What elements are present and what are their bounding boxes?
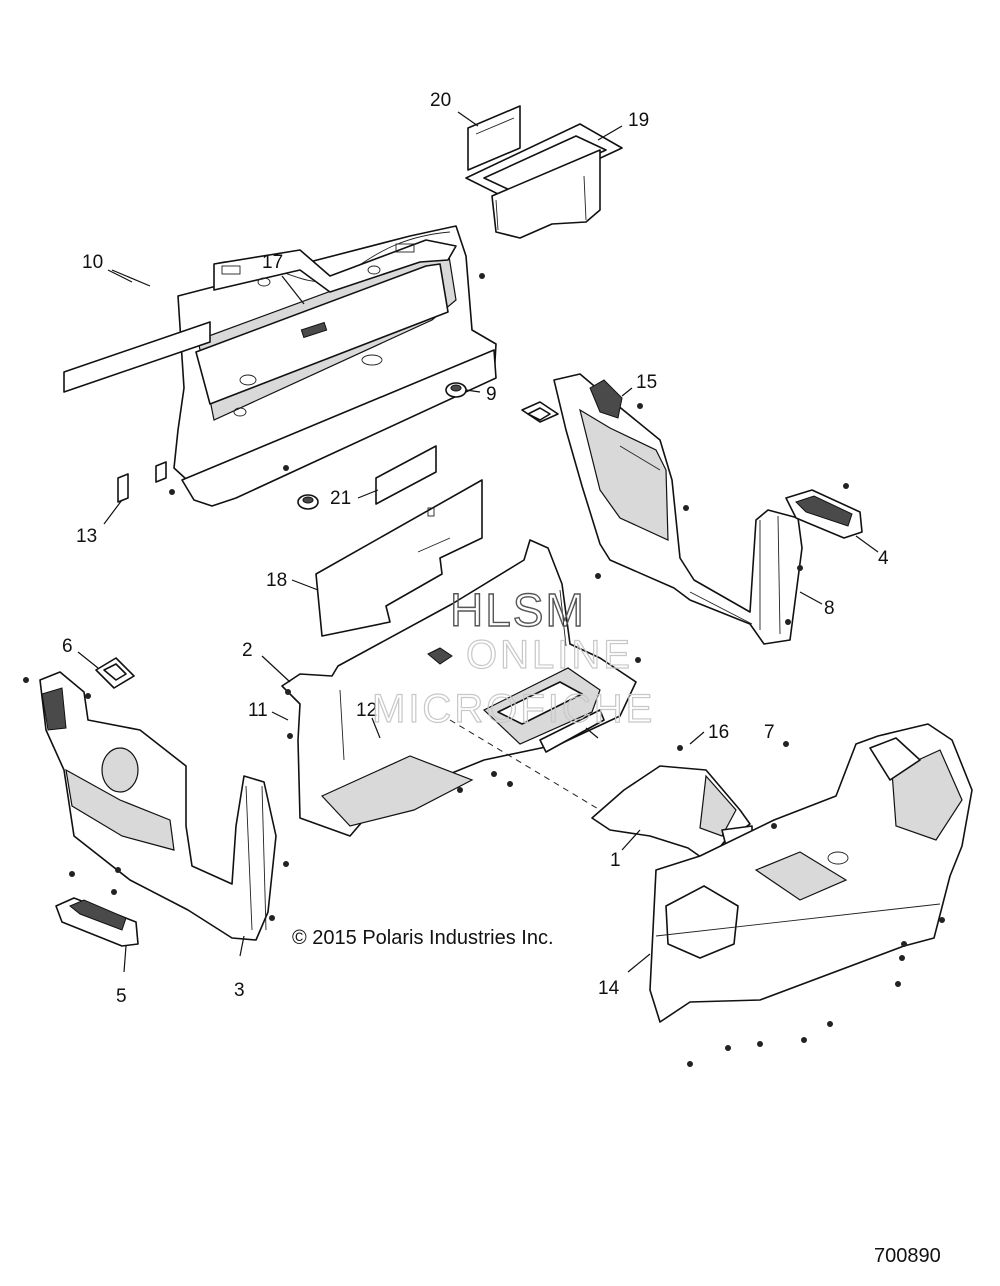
callout-5: 5 bbox=[116, 986, 127, 1007]
part-15-bracket bbox=[521, 401, 559, 423]
part-6-bracket bbox=[95, 657, 135, 689]
callout-2: 2 bbox=[242, 640, 253, 661]
callout-6: 6 bbox=[62, 636, 73, 657]
part-5-left-footrest bbox=[55, 897, 139, 947]
callout-17: 17 bbox=[262, 252, 283, 273]
callout-11: 11 bbox=[248, 700, 268, 721]
callout-9: 9 bbox=[486, 384, 497, 405]
watermark: HLSM ONLINE MICROFICHE bbox=[371, 583, 655, 731]
callout-10: 10 bbox=[82, 252, 103, 273]
part-14-rear-floor bbox=[649, 723, 973, 1023]
part-13-label bbox=[117, 461, 167, 503]
part-10-foam-pad bbox=[63, 321, 211, 393]
part-20-label-pad bbox=[467, 105, 521, 171]
callout-labels: 20 19 17 10 13 9 21 18 15 4 8 6 2 11 12 … bbox=[62, 90, 889, 1007]
figure-number: 700890 bbox=[874, 1245, 941, 1267]
callout-18: 18 bbox=[266, 570, 287, 591]
fasteners bbox=[23, 273, 945, 1067]
callout-15: 15 bbox=[636, 372, 657, 393]
copyright-notice: © 2015 Polaris Industries Inc. bbox=[292, 927, 554, 949]
callout-3: 3 bbox=[234, 980, 245, 1001]
part-3-left-side-panel bbox=[39, 671, 277, 941]
part-16-strap bbox=[539, 709, 605, 753]
callout-7: 7 bbox=[764, 722, 775, 743]
watermark-line3: MICROFICHE bbox=[372, 687, 655, 731]
watermark-line1: HLSM bbox=[450, 584, 586, 636]
callout-4: 4 bbox=[878, 548, 889, 569]
callout-leaders bbox=[77, 111, 879, 973]
part-17-rear-panel bbox=[173, 225, 497, 507]
part-2-center-floor bbox=[281, 539, 637, 837]
callout-14: 14 bbox=[598, 978, 620, 999]
part-21-pad bbox=[375, 445, 437, 505]
callout-8: 8 bbox=[824, 598, 835, 619]
callout-1: 1 bbox=[610, 850, 621, 871]
callout-20: 20 bbox=[430, 90, 451, 111]
callout-12: 12 bbox=[356, 700, 377, 721]
part-19-storage-bin bbox=[465, 123, 623, 239]
callout-13: 13 bbox=[76, 526, 97, 547]
watermark-line2: ONLINE bbox=[466, 633, 633, 677]
part-1-tunnel-cover bbox=[591, 765, 753, 863]
part-8-right-side-panel bbox=[553, 373, 803, 645]
callout-19: 19 bbox=[628, 110, 649, 131]
part-9-grommet bbox=[297, 382, 467, 510]
callout-21: 21 bbox=[330, 488, 351, 509]
callout-16: 16 bbox=[708, 722, 729, 743]
part-4-right-footrest bbox=[785, 489, 863, 539]
part-18-insulation-sheet bbox=[315, 479, 483, 637]
